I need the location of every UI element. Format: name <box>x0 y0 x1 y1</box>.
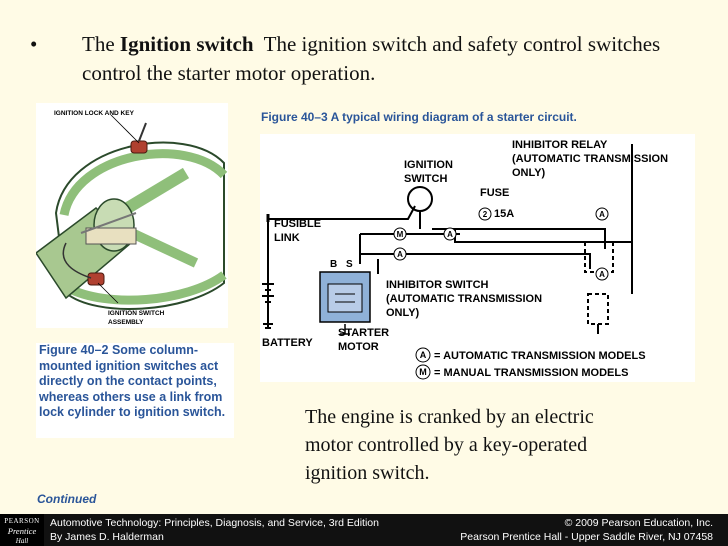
label-fuse: FUSE <box>480 187 509 199</box>
bullet-bold-term: Ignition switch <box>119 32 254 56</box>
marker-a-2: A <box>397 250 403 259</box>
pearson-logo: PEARSON Prentice Hall <box>0 514 44 546</box>
footer-author: By James D. Halderman <box>50 531 164 543</box>
legend-automatic: = AUTOMATIC TRANSMISSION MODELS <box>434 350 646 362</box>
figure-40-3-caption: Figure 40–3 A typical wiring diagram of … <box>261 110 577 124</box>
figure-40-2-caption: Figure 40–2 Some column-mounted ignition… <box>36 343 234 438</box>
label-inhibitor-switch-2: (AUTOMATIC TRANSMISSION <box>386 293 542 305</box>
label-inhibitor-relay-2: (AUTOMATIC TRANSMISSION <box>512 153 668 165</box>
label-starter-1: STARTER <box>338 327 389 339</box>
footer-book-title: Automotive Technology: Principles, Diagn… <box>50 517 379 529</box>
label-fusible-2: LINK <box>274 232 300 244</box>
label-inhibitor-relay-1: INHIBITOR RELAY <box>512 139 608 151</box>
legend-manual: = MANUAL TRANSMISSION MODELS <box>434 367 628 379</box>
footer-bar: PEARSON Prentice Hall Automotive Technol… <box>0 514 728 546</box>
steering-column-drawing: IGNITION LOCK AND KEY IGNITION SWITCH AS… <box>34 110 228 326</box>
continued-label: Continued <box>37 492 97 506</box>
label-terminal-s: S <box>346 259 353 270</box>
logo-text-3: Hall <box>15 537 29 545</box>
label-ignition-1: IGNITION <box>404 159 453 171</box>
label-inhibitor-relay-3: ONLY) <box>512 167 546 179</box>
starter-circuit-diagram: M A A A A 2 A M INHIBITOR RELAY (AUTOMAT… <box>262 139 668 380</box>
label-inhibitor-switch-3: ONLY) <box>386 307 420 319</box>
label-ignition-switch-2: ASSEMBLY <box>108 319 144 326</box>
fuse-number: 2 <box>483 210 488 219</box>
marker-a-4: A <box>599 270 605 279</box>
bullet-marker: • <box>30 32 38 56</box>
footer-copyright: © 2009 Pearson Education, Inc. <box>564 517 713 529</box>
label-inhibitor-switch-1: INHIBITOR SWITCH <box>386 279 489 291</box>
label-ignition-lock: IGNITION LOCK AND KEY <box>54 110 135 117</box>
logo-text-1: PEARSON <box>4 517 40 525</box>
label-ignition-switch-1: IGNITION SWITCH <box>108 310 165 317</box>
marker-m: M <box>397 230 404 239</box>
label-fusible-1: FUSIBLE <box>274 218 321 230</box>
legend-marker-a: A <box>420 350 427 360</box>
body-text: The engine is cranked by an electric mot… <box>305 406 594 484</box>
wiring-diagram: M A A A A 2 A M INHIBITOR RELAY (AUTOMAT… <box>260 134 695 382</box>
label-battery: BATTERY <box>262 337 313 349</box>
label-ignition-2: SWITCH <box>404 173 447 185</box>
legend-marker-m: M <box>419 367 427 377</box>
ignition-switch-illustration: IGNITION LOCK AND KEY IGNITION SWITCH AS… <box>34 103 228 328</box>
logo-text-2: Prentice <box>7 526 37 536</box>
label-fuse-amp: 15A <box>494 208 514 220</box>
footer-publisher: Pearson Prentice Hall - Upper Saddle Riv… <box>460 531 713 543</box>
label-terminal-b: B <box>330 259 337 270</box>
bullet-text: The Ignition switch The ignition switch … <box>82 30 702 88</box>
label-starter-2: MOTOR <box>338 341 379 353</box>
marker-a-1: A <box>447 230 453 239</box>
bullet-rest: The ignition switch and safety control s… <box>82 32 666 85</box>
marker-a-3: A <box>599 210 605 219</box>
bullet-lead: The <box>82 32 120 56</box>
